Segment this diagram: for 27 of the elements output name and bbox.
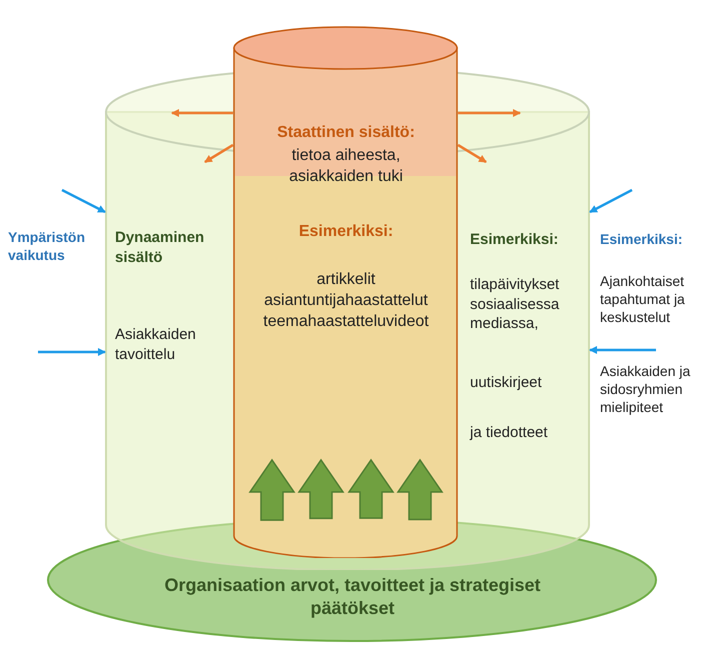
body-text: artikkelit asiantuntijahaastattelut teemahaastatteluvideot <box>262 270 430 332</box>
section-heading: Esimerkiksi: <box>470 230 560 250</box>
arrow <box>458 109 521 117</box>
block-arrow <box>248 458 296 521</box>
arrow <box>589 188 633 214</box>
side-heading: Esimerkiksi: <box>600 230 684 248</box>
section-heading: Staattinen sisältö: <box>276 123 416 143</box>
block-arrow <box>348 458 394 519</box>
arrow <box>204 144 234 164</box>
side-heading: Ympäristön vaikutus <box>8 228 86 264</box>
arrow <box>457 144 487 164</box>
section-heading: Dynaaminen sisältö <box>115 228 206 267</box>
body-text: Asiakkaiden ja sidosryhmien mielipiteet <box>600 362 692 417</box>
body-text: tietoa aiheesta, asiakkaiden tuki <box>288 146 404 187</box>
body-text: uutiskirjeet <box>470 373 543 392</box>
body-text: tilapäivitykset sosiaalisessa mediassa, <box>470 275 560 334</box>
section-heading: Esimerkiksi: <box>298 222 394 242</box>
block-arrow <box>298 458 344 520</box>
arrow <box>61 188 106 214</box>
arrow <box>38 348 106 356</box>
base-heading: Organisaation arvot, tavoitteet ja strategiset päätökset <box>163 574 542 620</box>
block-arrow <box>396 458 444 520</box>
body-text: ja tiedotteet <box>470 423 549 442</box>
arrow <box>171 109 233 117</box>
arrow <box>589 346 656 354</box>
body-text: Ajankohtaiset tapahtumat ja keskustelut <box>600 272 686 327</box>
body-text: Asiakkaiden tavoittelu <box>115 325 197 364</box>
